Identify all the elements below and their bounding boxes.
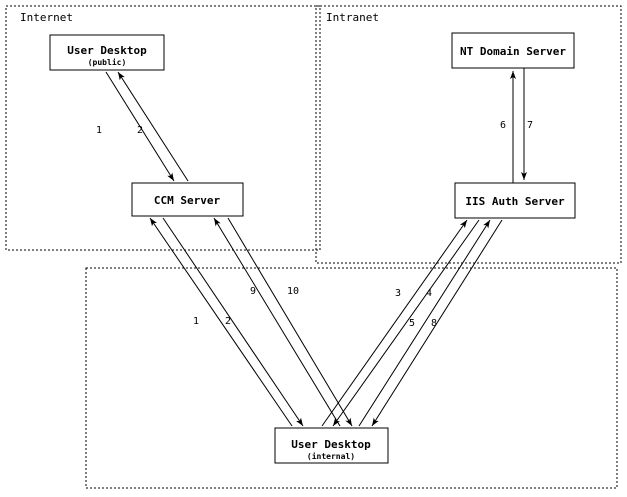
step-label-7: 7 [527, 120, 533, 131]
zone-label-internet: Internet [20, 11, 73, 24]
zone-internet-boundary [5, 5, 321, 251]
flow-line-1 [105, 71, 175, 182]
flow-line-3 [321, 219, 468, 427]
step-label-1-internal: 1 [193, 316, 199, 327]
zone-boundaries [5, 5, 622, 489]
node-iis-auth-server[interactable] [454, 182, 576, 219]
flow-line-9 [213, 217, 341, 427]
step-label-1: 1 [96, 125, 102, 136]
node-label-iis-auth-server: IIS Auth Server [465, 195, 565, 208]
step-label-9: 9 [250, 286, 256, 297]
node-label-user-desktop-internal: User Desktop [291, 438, 371, 451]
node-label-ccm-server: CCM Server [154, 194, 221, 207]
step-label-3: 3 [395, 288, 401, 299]
nodes [49, 32, 576, 464]
node-sublabel-user-desktop-internal: (internal) [307, 451, 355, 461]
flow-line-2 [117, 71, 189, 182]
node-user-desktop-public[interactable] [49, 34, 165, 71]
flow-connectors [105, 68, 527, 427]
step-label-10: 10 [287, 286, 299, 297]
step-label-8: 8 [431, 318, 437, 329]
node-ccm-server[interactable] [131, 182, 244, 217]
zone-internal-boundary [85, 267, 618, 489]
step-label-2-internal: 2 [225, 316, 231, 327]
flow-line-10 [227, 217, 353, 427]
node-user-desktop-internal[interactable] [274, 427, 389, 464]
flow-line-8 [371, 219, 503, 427]
step-label-4: 4 [426, 288, 432, 299]
step-label-2: 2 [137, 125, 143, 136]
step-label-5: 5 [409, 318, 415, 329]
flow-line-4 [332, 219, 480, 427]
step-labels: 1 2 1 2 3 4 5 6 7 8 9 10 [96, 120, 533, 329]
node-label-user-desktop-public: User Desktop [67, 44, 147, 57]
step-label-6: 6 [500, 120, 506, 131]
flow-line-1-internal [149, 217, 293, 427]
node-nt-domain-server[interactable] [451, 32, 575, 69]
node-label-nt-domain-server: NT Domain Server [460, 45, 566, 58]
flow-line-2-internal [162, 217, 304, 427]
node-sublabel-user-desktop-public: (public) [88, 57, 127, 67]
zone-label-intranet: Intranet [326, 11, 379, 24]
zone-intranet-boundary [315, 5, 622, 264]
flow-line-5 [358, 219, 491, 427]
